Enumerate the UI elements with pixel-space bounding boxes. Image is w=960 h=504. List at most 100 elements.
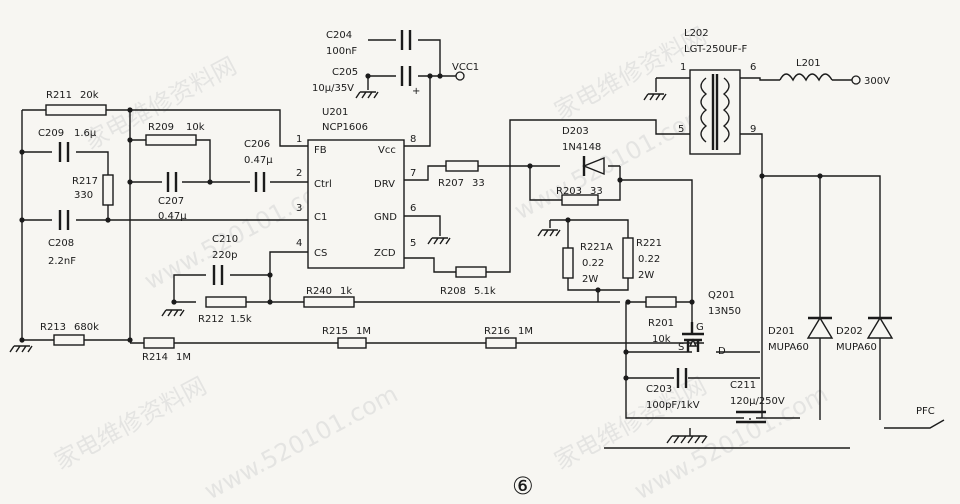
pin-number: 7 [410,168,416,179]
capacitors: + [58,30,766,424]
label-q201-value: 13N50 [708,306,741,317]
resistor-r212 [205,296,247,308]
pin-name-c1: C1 [314,212,327,223]
resistor-r207 [445,160,479,172]
label-c206: C206 [244,139,270,150]
label-r201-value: 10k [652,334,671,345]
label-r209-value: 10k [186,122,205,133]
diode-d202 [866,316,894,339]
ic-ref: U201 [322,107,348,118]
label-r240: R240 [306,286,332,297]
label-d202: D202 [836,326,863,337]
terminal-300v [851,75,861,85]
label-q201-d: D [718,346,726,357]
label-c209: C209 [38,128,64,139]
label-r203-value: 33 [590,186,603,197]
label-r208-value: 5.1k [474,286,496,297]
label-c208-value: 2.2nF [48,256,76,267]
ground-symbols [9,91,708,444]
watermark-text: www.520101.com [510,100,713,226]
label-c210-value: 220p [212,250,237,261]
pin-number: 1 [680,62,686,73]
label-d203-value: 1N4148 [562,142,601,153]
label-r221: R221 [636,238,662,249]
pin-name-cs: CS [314,248,327,259]
terminal-vcc1 [455,71,465,81]
label-r208: R208 [440,286,466,297]
transformer-l202 [689,69,741,155]
resistor-r208 [455,266,487,278]
pin-name-zcd: ZCD [374,248,396,259]
label-r207-value: 33 [472,178,485,189]
label-d202-value: MUPA60 [836,342,877,353]
label-vcc1: VCC1 [452,62,479,73]
label-r213: R213 [40,322,66,333]
resistor-r221a [562,247,574,279]
label-300v: 300V [864,76,890,87]
pin-number: 3 [296,203,302,214]
pin-number: 9 [750,124,756,135]
pin-name-drv: DRV [374,179,395,190]
label-r203: R203 [556,186,582,197]
label-l202-value: LGT-250UF-F [684,44,748,55]
pin-name-gnd: GND [374,212,397,223]
label-c209-value: 1.6μ [74,128,97,139]
label-r221-value: 0.22 [638,254,660,265]
label-r215-value: 1M [356,326,371,337]
pin-number: 8 [410,134,416,145]
resistor-r215 [337,337,367,349]
label-r221-rating: 2W [638,270,654,281]
label-r240-value: 1k [340,286,352,297]
watermark-text: www.520101.com [200,380,403,504]
resistor-r213 [53,334,85,346]
label-c211: C211 [730,380,756,391]
pin-number: 2 [296,168,302,179]
diodes [582,156,894,339]
label-r211: R211 [46,90,72,101]
resistor-r201 [645,296,677,308]
label-r217: R217 [72,176,98,187]
label-r221a-rating: 2W [582,274,598,285]
pin-number: 5 [678,124,684,135]
pin-name-vcc: Vcc [378,145,396,156]
plus-sign: + [412,86,420,97]
pin-name-fb: FB [314,145,327,156]
label-r212-value: 1.5k [230,314,252,325]
diode-d203 [582,156,605,176]
inductor-l201 [779,73,833,82]
ic-part: NCP1606 [322,122,368,133]
resistors [45,104,677,349]
pin-name-ctrl: Ctrl [314,179,332,190]
label-q201-g: G [696,322,704,333]
label-q201: Q201 [708,290,735,301]
wires [21,39,945,449]
resistor-r214 [143,337,175,349]
label-r214: R214 [142,352,168,363]
label-r221a-value: 0.22 [582,258,604,269]
label-pfc: PFC [916,406,935,417]
mosfet-q201 [682,322,704,352]
resistor-r209 [145,134,197,146]
label-r201: R201 [648,318,674,329]
pin-number: 6 [750,62,756,73]
resistor-r221 [622,237,634,279]
label-r213-value: 680k [74,322,99,333]
label-c210: C210 [212,234,238,245]
junctions [19,73,823,381]
resistor-r211 [45,104,107,116]
diode-d201 [806,316,834,339]
resistor-r217 [102,174,114,206]
pin-number: 6 [410,203,416,214]
label-l202: L202 [684,28,709,39]
resistor-r240 [303,296,355,308]
label-r216: R216 [484,326,510,337]
label-r212: R212 [198,314,224,325]
label-r216-value: 1M [518,326,533,337]
resistor-r203 [561,194,599,206]
label-r211-value: 20k [80,90,99,101]
transformer-core [689,69,741,155]
label-c207: C207 [158,196,184,207]
label-c207-value: 0.47μ [158,211,187,222]
resistor-r216 [485,337,517,349]
